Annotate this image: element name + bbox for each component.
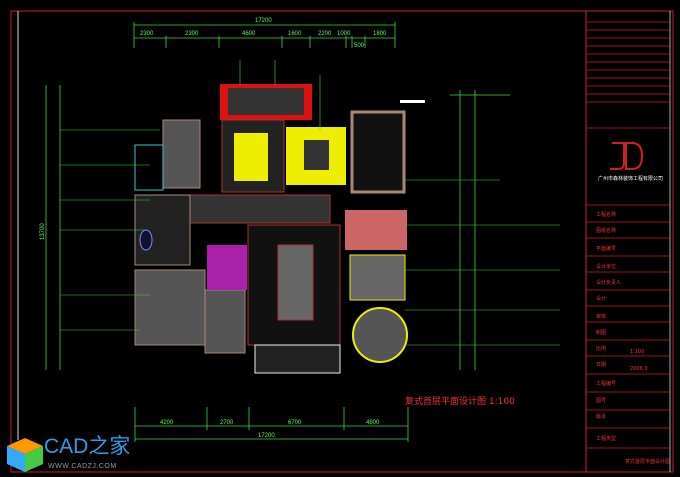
tb-label: 设计单位 xyxy=(596,263,616,270)
tb-label: 工程编号 xyxy=(596,380,616,387)
drawing-frame xyxy=(10,10,674,473)
dim: 4800 xyxy=(366,420,380,426)
tb-label: 日期 xyxy=(596,362,606,368)
dim: 1800 xyxy=(373,31,387,37)
tb-label: 图纸名称 xyxy=(596,227,616,234)
tb-label: 制图 xyxy=(596,329,606,336)
dim-left-total: 13700 xyxy=(40,223,46,240)
dim: 2700 xyxy=(220,420,234,426)
dimension-lines xyxy=(45,22,510,442)
tb-label: 版本 xyxy=(596,413,606,420)
leader-lines xyxy=(60,60,560,346)
dim: 2200 xyxy=(318,31,332,37)
tb-label: 设计负责人 xyxy=(596,279,621,286)
dim: 2300 xyxy=(140,31,154,37)
title-block-rules xyxy=(586,21,670,449)
tb-date: 2006.3 xyxy=(630,366,648,372)
dim: 4600 xyxy=(242,31,256,37)
cad-home-logo-icon xyxy=(7,438,43,472)
tb-footer: 复式首层平面设计图 xyxy=(625,458,670,465)
floor-plan xyxy=(134,84,425,374)
tb-label: 工程名称 xyxy=(596,211,616,218)
dim-bottom-total: 17200 xyxy=(258,433,275,439)
tb-label: 工程类型 xyxy=(596,435,616,442)
tb-scale: 1:100 xyxy=(630,349,644,355)
tb-label: 比例 xyxy=(596,345,606,352)
dim: 1600 xyxy=(288,31,302,37)
dim-top-total: 17200 xyxy=(255,18,272,24)
dim: 4200 xyxy=(160,420,174,426)
tb-label: 设计 xyxy=(596,295,606,302)
tb-label: 平面编号 xyxy=(596,245,616,252)
company-logo xyxy=(610,142,644,170)
watermark-name: CAD之家 xyxy=(44,435,131,458)
watermark-url: WWW.CADZJ.COM xyxy=(48,463,117,470)
dim: 1000 xyxy=(337,31,351,37)
title-block xyxy=(585,10,674,473)
dim: 2300 xyxy=(185,31,199,37)
tb-label: 审核 xyxy=(596,313,606,320)
company-name: 广州市森林装饰工程有限公司 xyxy=(598,175,663,182)
tb-label: 图号 xyxy=(596,398,606,404)
drawing-title: 复式首层平面设计图 1:100 xyxy=(405,395,515,407)
dim: 6700 xyxy=(288,420,302,426)
dim: 500 xyxy=(354,43,365,49)
